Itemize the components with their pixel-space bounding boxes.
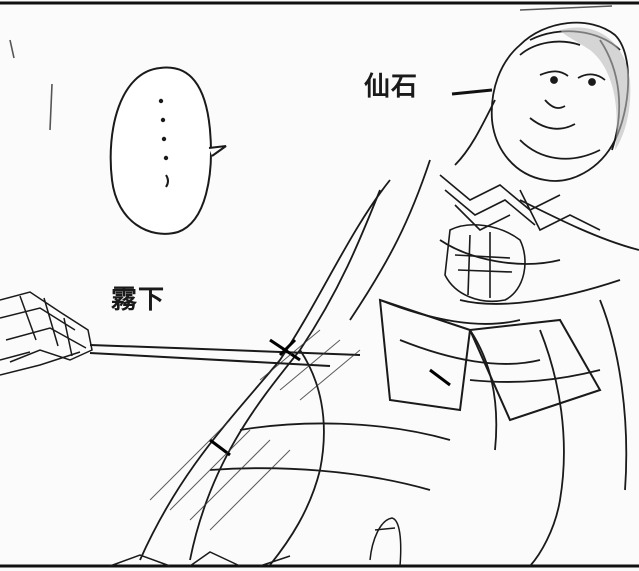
left-arm-hatching: [0, 291, 93, 376]
reaching-arm-line: [89, 344, 361, 367]
speech-bubble-dots: [158, 98, 169, 188]
speech-bubble: [109, 66, 227, 235]
label-pointer-sengoku: [451, 88, 493, 96]
torso-hatching: [149, 329, 361, 531]
hair-tone: [560, 27, 631, 150]
background-scratch: [9, 5, 613, 131]
character-label-sengoku: 仙石: [364, 72, 419, 102]
figure-body: [139, 159, 639, 567]
small-figure-bottom: [369, 517, 402, 567]
bottom-scribbles: [109, 551, 291, 567]
character-label-kirishita: 霧下: [111, 285, 166, 315]
collar: [439, 174, 601, 232]
ink-stress-marks: [209, 338, 451, 457]
sleeve-cuff: [378, 298, 602, 422]
